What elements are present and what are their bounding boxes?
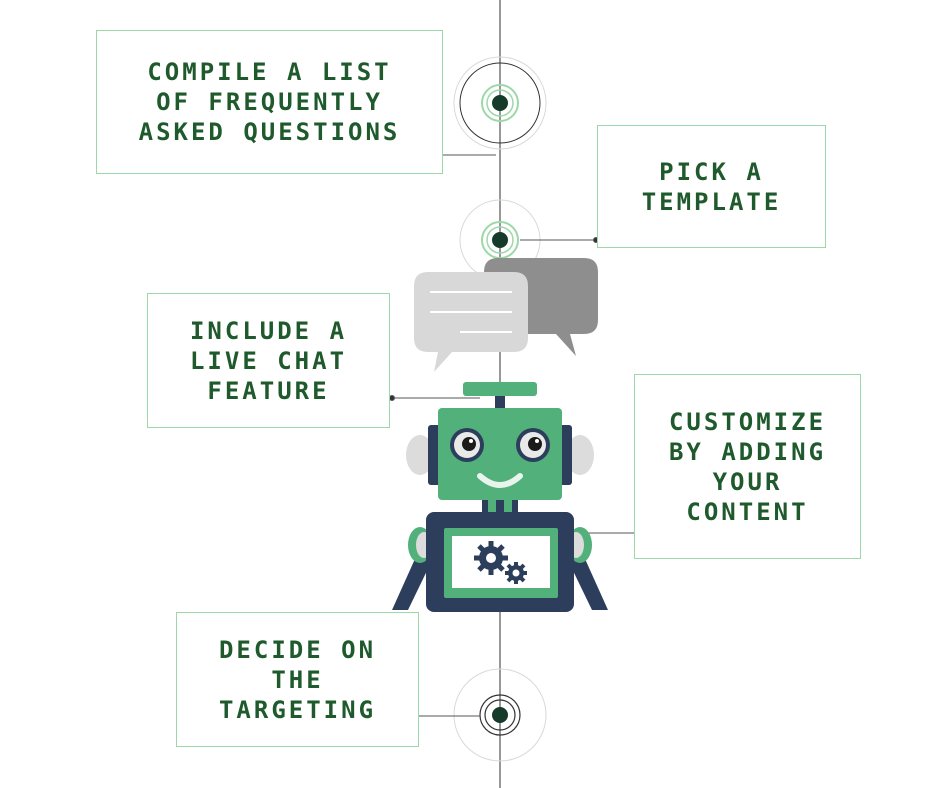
step-label-2: PICK A TEMPLATE	[642, 157, 782, 217]
step-box-3: INCLUDE A LIVE CHAT FEATURE	[147, 293, 390, 428]
step-box-5: DECIDE ON THE TARGETING	[176, 612, 419, 747]
step-box-4: CUSTOMIZE BY ADDING YOUR CONTENT	[634, 374, 861, 559]
step-label-1: COMPILE A LIST OF FREQUENTLY ASKED QUEST…	[139, 57, 401, 147]
step-label-5: DECIDE ON THE TARGETING	[219, 635, 376, 725]
robot-icon	[392, 382, 608, 612]
step-label-4: CUSTOMIZE BY ADDING YOUR CONTENT	[669, 407, 826, 527]
step-box-2: PICK A TEMPLATE	[597, 125, 826, 248]
chat-bubbles-icon	[414, 258, 598, 372]
step-label-3: INCLUDE A LIVE CHAT FEATURE	[190, 316, 347, 406]
step-box-1: COMPILE A LIST OF FREQUENTLY ASKED QUEST…	[96, 30, 443, 174]
